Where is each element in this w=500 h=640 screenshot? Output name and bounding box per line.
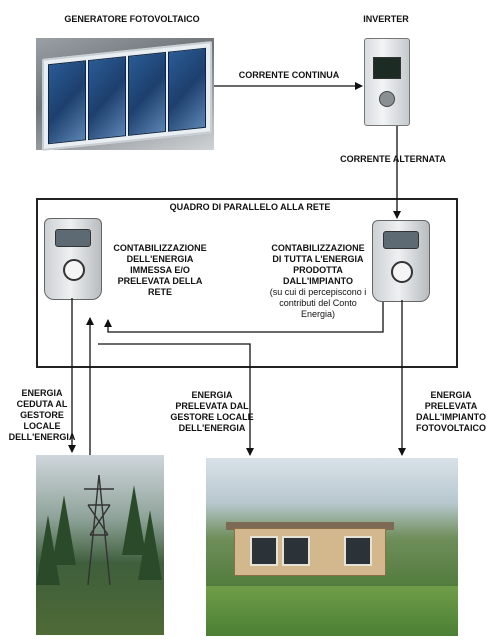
prelevata-gestore-line: DELL'ENERGIA bbox=[178, 423, 246, 433]
inverter-device bbox=[364, 38, 410, 126]
contab-right-line: DI TUTTA L'ENERGIA bbox=[272, 254, 364, 264]
prelevata-gestore-line: PRELEVATA DAL bbox=[175, 401, 249, 411]
meter-dial bbox=[391, 261, 413, 283]
meter-window bbox=[383, 231, 419, 249]
tree bbox=[52, 495, 76, 565]
contab-left-line: CONTABILIZZAZIONE bbox=[113, 243, 207, 253]
ceduta-line: GESTORE LOCALE bbox=[20, 410, 64, 431]
prelevata-impianto-line: FOTOVOLTAICO bbox=[416, 423, 486, 433]
contab-left-text: CONTABILIZZAZIONE DELL'ENERGIA IMMESSA E… bbox=[112, 243, 208, 298]
prelevata-impianto-line: DALL'IMPIANTO bbox=[416, 412, 486, 422]
contab-left-line: PRELEVATA DELLA RETE bbox=[117, 276, 203, 297]
meter-window bbox=[55, 229, 91, 247]
contab-left-line: IMMESSA E/O bbox=[130, 265, 190, 275]
solar-cell bbox=[128, 51, 166, 136]
ceduta-line: DELL'ENERGIA bbox=[8, 432, 76, 442]
quadro-title: QUADRO DI PARALLELO ALLA RETE bbox=[169, 202, 331, 212]
inverter-display bbox=[373, 57, 401, 79]
prelevata-gestore-line: ENERGIA bbox=[191, 390, 233, 400]
meter-right bbox=[372, 220, 430, 302]
house-roof bbox=[226, 522, 394, 530]
prelevata-impianto-line: PRELEVATA bbox=[424, 401, 478, 411]
generatore-label: GENERATORE FOTOVOLTAICO bbox=[64, 14, 200, 24]
meter-dial bbox=[63, 259, 85, 281]
lawn bbox=[206, 586, 458, 636]
solar-panel-photo bbox=[36, 38, 214, 151]
inverter-knob bbox=[379, 91, 395, 107]
prelevata-impianto-line: ENERGIA bbox=[430, 390, 472, 400]
house-window bbox=[282, 536, 310, 566]
prelevata-gestore-line: GESTORE LOCALE bbox=[170, 412, 254, 422]
corrente-continua-label: CORRENTE CONTINUA bbox=[238, 70, 340, 80]
contab-right-line: (su cui di percepiscono i bbox=[269, 287, 367, 297]
contab-right-line: Energia) bbox=[300, 309, 336, 319]
inverter-label: INVERTER bbox=[363, 14, 409, 24]
house-window bbox=[344, 536, 372, 566]
house-photo bbox=[206, 458, 458, 636]
ceduta-line: CEDUTA AL bbox=[16, 399, 68, 409]
contab-left-line: DELL'ENERGIA bbox=[126, 254, 194, 264]
house-window bbox=[250, 536, 278, 566]
contab-right-line: contributi del Conto bbox=[279, 298, 357, 308]
prelevata-gestore-label: ENERGIA PRELEVATA DAL GESTORE LOCALE DEL… bbox=[168, 390, 256, 434]
ceduta-line: ENERGIA bbox=[21, 388, 63, 398]
contab-right-line: PRODOTTA DALL'IMPIANTO bbox=[283, 265, 353, 286]
solar-cell bbox=[168, 47, 206, 132]
contab-right-line: CONTABILIZZAZIONE bbox=[271, 243, 365, 253]
corrente-alternata-label: CORRENTE ALTERNATA bbox=[340, 154, 446, 164]
power-grid-photo bbox=[36, 455, 164, 635]
solar-cell bbox=[88, 56, 126, 141]
solar-panel bbox=[42, 41, 212, 151]
contab-right-text: CONTABILIZZAZIONE DI TUTTA L'ENERGIA PRO… bbox=[262, 243, 374, 320]
prelevata-impianto-label: ENERGIA PRELEVATA DALL'IMPIANTO FOTOVOLT… bbox=[408, 390, 494, 434]
tree bbox=[138, 510, 162, 580]
ceduta-label: ENERGIA CEDUTA AL GESTORE LOCALE DELL'EN… bbox=[6, 388, 78, 443]
solar-cell bbox=[48, 60, 86, 145]
power-pylon bbox=[84, 475, 114, 585]
meter-left bbox=[44, 218, 102, 300]
